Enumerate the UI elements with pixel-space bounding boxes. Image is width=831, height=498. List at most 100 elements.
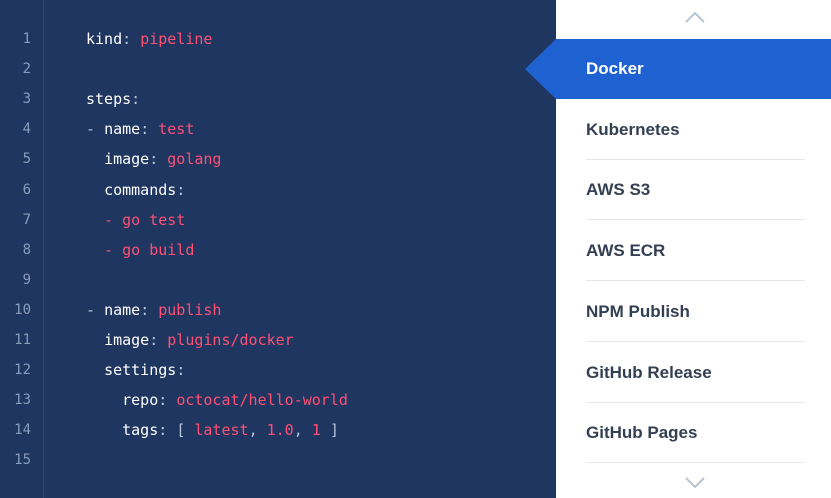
- menu-item-github-release[interactable]: GitHub Release: [556, 343, 831, 403]
- yaml-punctuation: [86, 181, 104, 199]
- line-number-gutter: [0, 0, 44, 498]
- code-line: 9: [0, 265, 556, 295]
- menu-item-github-pages[interactable]: GitHub Pages: [556, 403, 831, 464]
- yaml-punctuation: -: [86, 300, 105, 319]
- line-number: 12: [14, 362, 31, 379]
- line-number: 2: [22, 61, 31, 78]
- chevron-down-icon[interactable]: [684, 476, 706, 490]
- yaml-key: image: [104, 331, 150, 349]
- menu-divider: [586, 340, 805, 342]
- line-number: 10: [14, 301, 31, 318]
- code-text: image: golang: [86, 144, 221, 174]
- menu-item-npm-publish[interactable]: NPM Publish: [556, 282, 831, 342]
- code-text: settings:: [86, 355, 185, 385]
- yaml-punctuation: :: [122, 30, 141, 48]
- menu-divider: [586, 462, 805, 464]
- yaml-key: kind: [86, 30, 123, 48]
- yaml-punctuation: ,: [293, 421, 312, 440]
- yaml-punctuation: [86, 150, 104, 168]
- yaml-punctuation: [: [176, 421, 195, 440]
- yaml-value: -: [86, 210, 123, 229]
- yaml-key: name: [104, 120, 141, 139]
- code-line: 13 repo: octocat/hello-world: [0, 385, 556, 415]
- code-text: - name: publish: [86, 295, 221, 325]
- line-number: 15: [14, 452, 31, 469]
- line-number: 7: [22, 211, 31, 228]
- code-line: 2: [0, 54, 556, 84]
- line-number: 8: [22, 241, 31, 258]
- yaml-punctuation: ,: [248, 421, 267, 440]
- yaml-value: 1.0: [266, 421, 294, 440]
- yaml-key: repo: [122, 391, 159, 410]
- line-number: 9: [22, 271, 31, 288]
- yaml-key: image: [104, 150, 150, 169]
- yaml-punctuation: :: [158, 421, 177, 440]
- yaml-punctuation: :: [149, 331, 168, 349]
- yaml-punctuation: ]: [320, 421, 339, 440]
- yaml-punctuation: :: [176, 361, 186, 380]
- code-line: 11 image: plugins/docker: [0, 325, 556, 355]
- line-number: 1: [22, 31, 31, 47]
- code-text: repo: octocat/hello-world: [86, 385, 348, 415]
- yaml-value: go test: [122, 210, 186, 229]
- code-line: 6 commands:: [0, 175, 556, 205]
- yaml-value: plugins/docker: [167, 331, 294, 349]
- menu-item-label: GitHub Release: [586, 362, 712, 382]
- yaml-punctuation: -: [86, 120, 105, 139]
- line-number: 5: [22, 151, 31, 168]
- code-line: 5 image: golang: [0, 144, 556, 174]
- code-text: - name: test: [86, 114, 194, 144]
- line-number: 14: [14, 422, 31, 439]
- yaml-punctuation: :: [149, 150, 168, 169]
- code-line: 10 - name: publish: [0, 295, 556, 325]
- code-line: 8 - go build: [0, 235, 556, 265]
- line-number: 4: [22, 121, 31, 138]
- menu-item-aws-ecr[interactable]: AWS ECR: [556, 221, 831, 282]
- yaml-key: name: [104, 300, 141, 319]
- code-line: 4 - name: test: [0, 114, 556, 144]
- yaml-punctuation: [86, 391, 122, 409]
- menu-divider: [586, 219, 805, 221]
- chevron-up-icon[interactable]: [684, 10, 706, 24]
- yaml-punctuation: [86, 331, 104, 349]
- menu-item-kubernetes[interactable]: Kubernetes: [556, 100, 831, 160]
- code-text: - go build: [86, 235, 194, 265]
- menu-item-label: GitHub Pages: [586, 423, 698, 443]
- yaml-value: golang: [167, 150, 222, 169]
- menu-item-label: Kubernetes: [586, 119, 680, 139]
- line-number: 3: [22, 91, 31, 108]
- code-text: - go test: [86, 205, 185, 235]
- yaml-value: test: [158, 120, 195, 139]
- yaml-value: -: [86, 240, 123, 259]
- menu-item-docker[interactable]: Docker: [525, 39, 831, 99]
- code-text: steps:: [86, 84, 140, 114]
- yaml-value: pipeline: [140, 30, 213, 48]
- yaml-value: latest: [194, 421, 249, 440]
- yaml-value: octocat/hello-world: [176, 391, 348, 410]
- yaml-key: commands: [104, 180, 177, 199]
- code-text: commands:: [86, 175, 185, 205]
- menu-item-label: Docker: [586, 59, 644, 78]
- yaml-key: tags: [122, 421, 159, 440]
- menu-divider: [586, 280, 805, 282]
- code-text: kind: pipeline: [86, 24, 212, 54]
- yaml-value: go build: [122, 240, 195, 259]
- code-line: 3 steps:: [0, 84, 556, 114]
- line-number: 13: [14, 392, 31, 409]
- code-text: image: plugins/docker: [86, 325, 294, 355]
- menu-item-label: AWS S3: [586, 180, 651, 200]
- code-line: 12 settings:: [0, 355, 556, 385]
- yaml-key: steps: [86, 90, 132, 109]
- yaml-key: settings: [104, 361, 177, 380]
- code-line: 7 - go test: [0, 205, 556, 235]
- yaml-punctuation: :: [131, 90, 141, 109]
- yaml-punctuation: :: [140, 300, 159, 319]
- yaml-punctuation: [86, 361, 104, 379]
- code-line: 15: [0, 445, 556, 475]
- yaml-punctuation: :: [140, 120, 159, 139]
- code-text: tags: [ latest, 1.0, 1 ]: [86, 415, 339, 445]
- yaml-value: 1: [311, 421, 321, 440]
- yaml-punctuation: :: [176, 180, 186, 199]
- menu-item-aws-s3[interactable]: AWS S3: [556, 160, 831, 221]
